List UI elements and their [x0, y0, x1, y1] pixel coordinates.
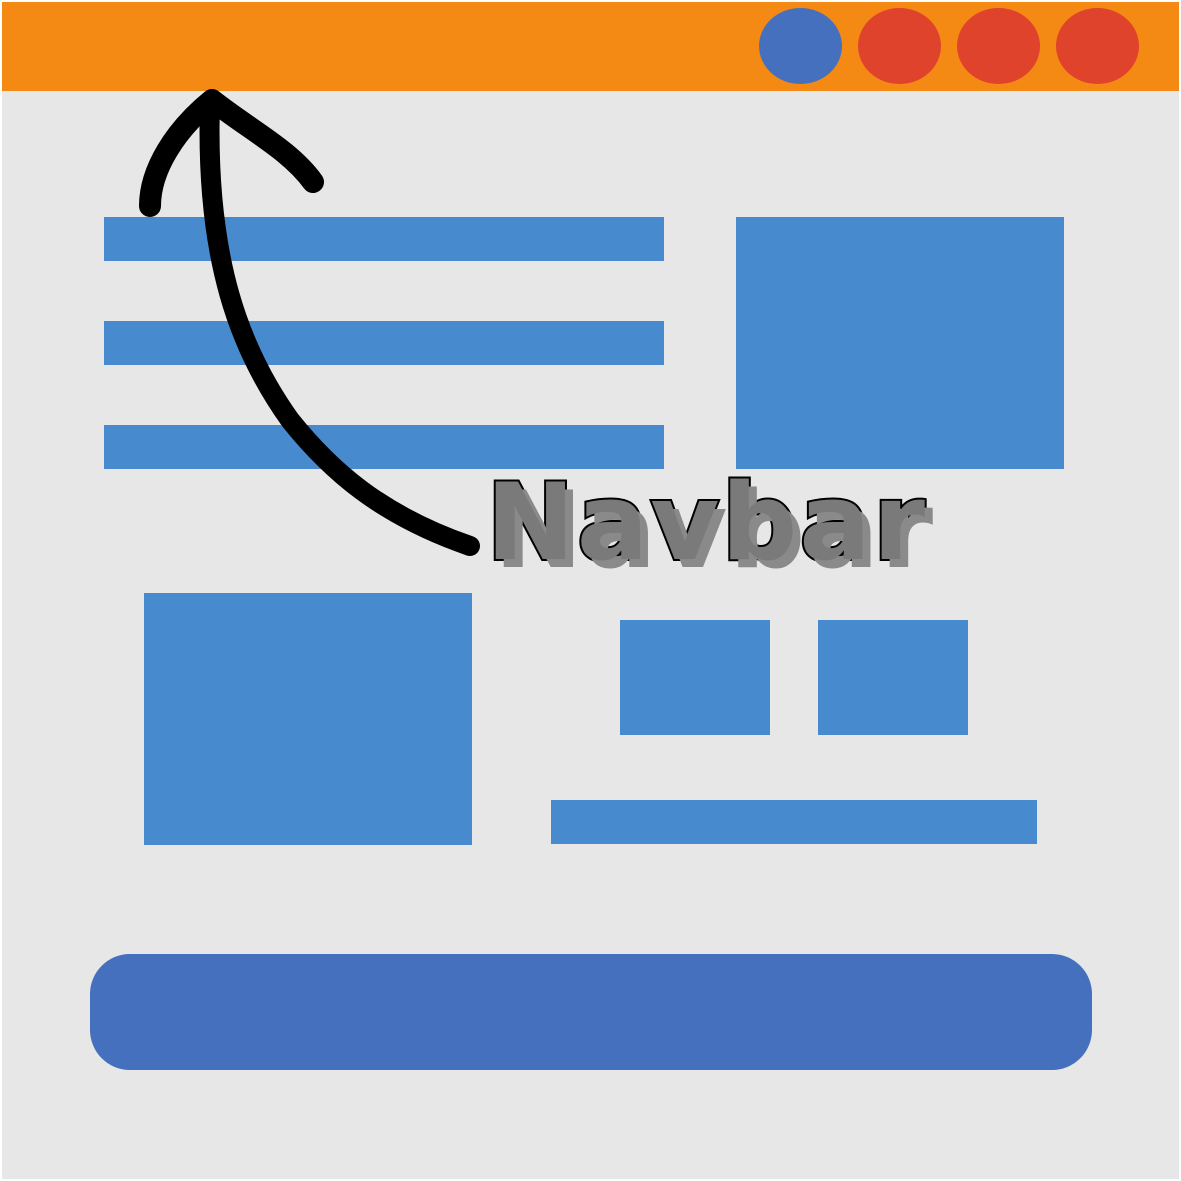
- thumbnail-placeholder: [818, 620, 968, 735]
- window-control-dot-red[interactable]: [858, 8, 941, 84]
- window-control-dot-red[interactable]: [1056, 8, 1139, 84]
- footer-bar: [90, 954, 1092, 1070]
- image-placeholder: [736, 217, 1064, 469]
- window-control-dot-red[interactable]: [957, 8, 1040, 84]
- text-line-placeholder: [551, 800, 1037, 844]
- thumbnail-placeholder: [620, 620, 770, 735]
- navbar: [2, 2, 1179, 91]
- text-line-placeholder: [104, 321, 664, 365]
- callout-label: Navbar: [484, 461, 928, 584]
- image-placeholder: [144, 593, 472, 845]
- text-line-placeholder: [104, 217, 664, 261]
- window-control-dot-blue[interactable]: [759, 8, 842, 84]
